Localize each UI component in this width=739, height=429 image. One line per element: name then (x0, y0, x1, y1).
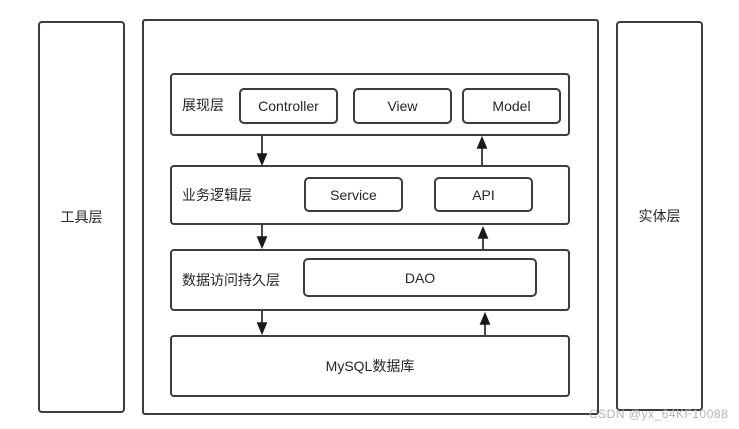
model-label: Model (492, 98, 531, 114)
data-access-layer-label: 数据访问持久层 (182, 272, 280, 288)
controller-box: Controller (239, 88, 338, 124)
service-label: Service (330, 186, 377, 203)
model-box: Model (462, 88, 561, 124)
controller-label: Controller (258, 98, 319, 114)
tool-layer-box: 工具层 (38, 21, 125, 413)
entity-layer-box: 实体层 (616, 21, 703, 411)
mysql-layer-box: MySQL数据库 (170, 335, 570, 397)
tool-layer-label: 工具层 (60, 209, 103, 225)
presentation-layer-label: 展现层 (182, 96, 224, 113)
mysql-layer-label: MySQL数据库 (325, 358, 415, 374)
entity-layer-label: 实体层 (638, 208, 681, 224)
service-box: Service (304, 177, 403, 212)
api-box: API (434, 177, 533, 212)
watermark: CSDN @yx_64KF10088 (589, 407, 729, 421)
dao-label: DAO (404, 269, 436, 286)
dao-box: DAO (303, 258, 537, 297)
view-label: View (387, 98, 418, 114)
api-label: API (472, 186, 495, 203)
business-layer-label: 业务逻辑层 (182, 187, 252, 203)
view-box: View (353, 88, 452, 124)
